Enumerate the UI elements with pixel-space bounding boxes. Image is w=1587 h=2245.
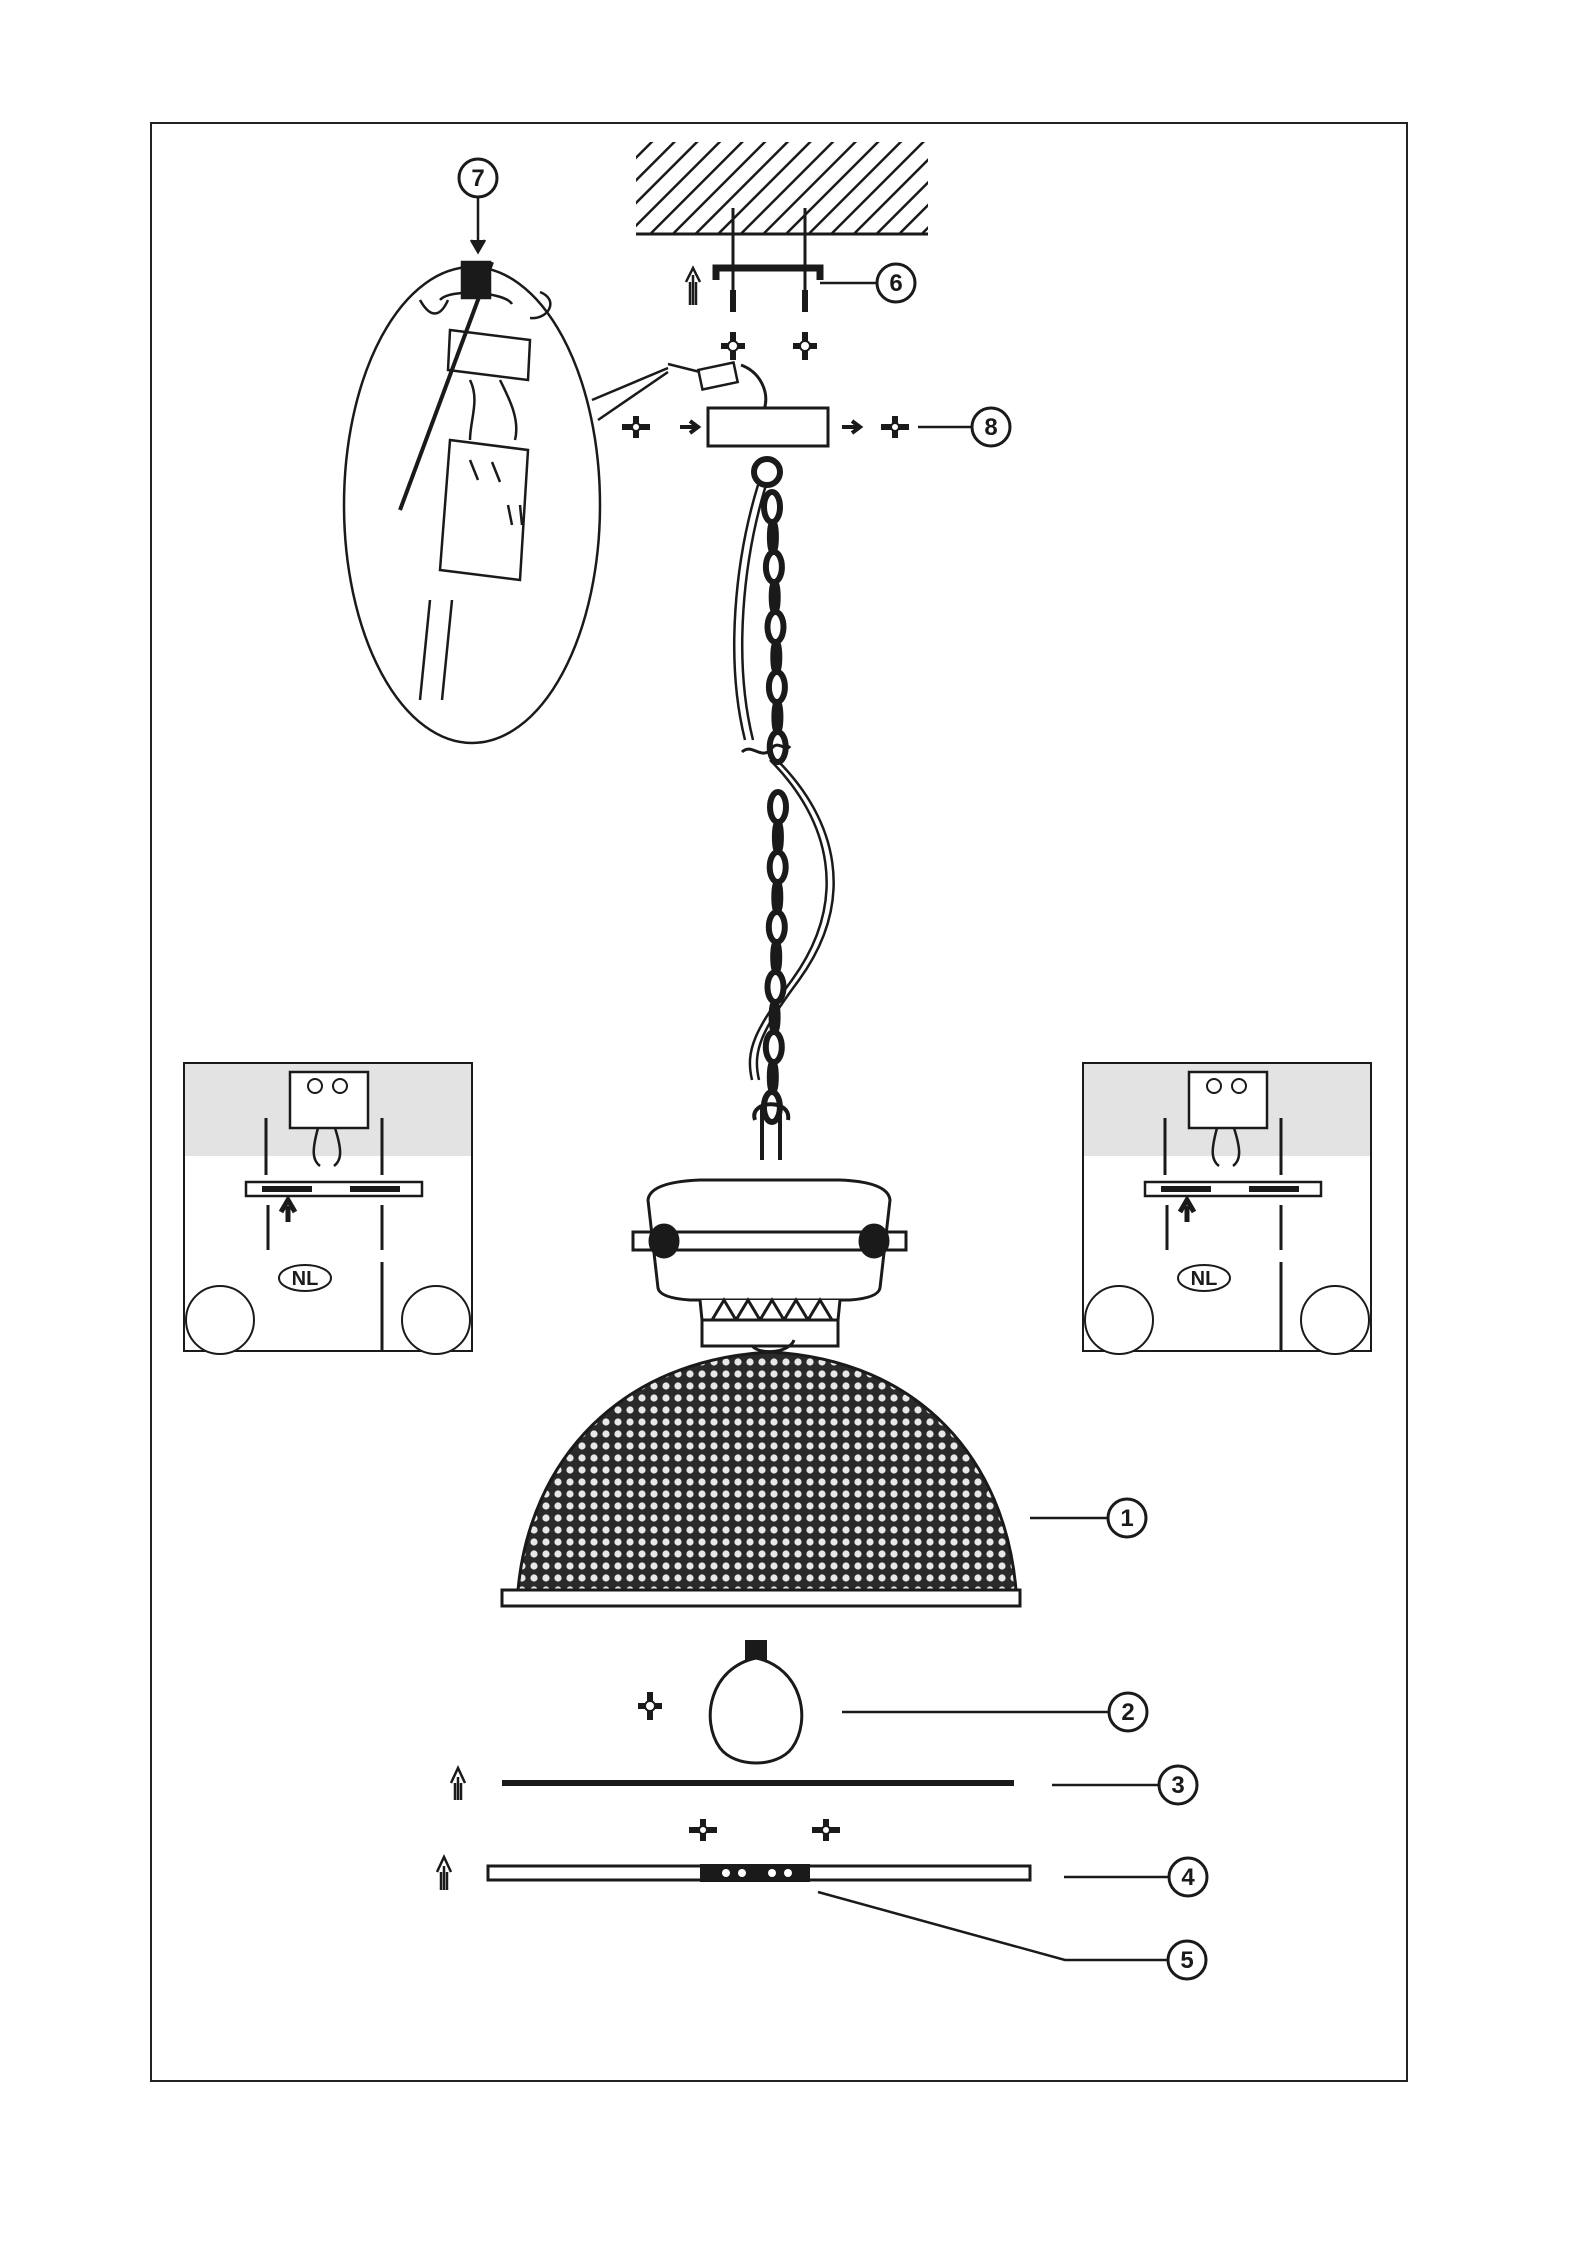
chain-link	[775, 822, 781, 852]
mesh-shade	[502, 1352, 1020, 1606]
chain-link	[768, 612, 784, 642]
chain-link	[774, 882, 780, 912]
callout-3: 3	[1159, 1766, 1197, 1804]
callout-6: 6	[877, 264, 915, 302]
callout-7: 7	[459, 159, 497, 197]
callout-5: 5	[1168, 1941, 1206, 1979]
chain-link	[774, 702, 780, 732]
chain-link	[769, 672, 785, 702]
svg-text:5: 5	[1180, 1947, 1193, 1974]
ring-screw-left	[689, 1819, 717, 1841]
bracket-screw-right	[793, 332, 817, 360]
up-arrow-icon	[451, 1768, 465, 1800]
chain-link	[773, 942, 779, 972]
canopy-screw-left	[622, 416, 650, 438]
lamp-hook	[754, 1104, 788, 1160]
chain-link	[766, 552, 782, 582]
retaining-ring	[488, 1864, 1030, 1882]
svg-text:2: 2	[1121, 1699, 1134, 1726]
callout-1: 1	[1108, 1499, 1146, 1537]
light-bulb	[710, 1640, 802, 1763]
callout-2: 2	[1109, 1693, 1147, 1731]
chain-link	[768, 972, 784, 1002]
ceiling-canopy	[708, 408, 828, 446]
chain-link	[769, 912, 785, 942]
inset-panel-left	[184, 1063, 472, 1354]
svg-text:1: 1	[1120, 1505, 1133, 1532]
lamp-housing	[633, 1180, 906, 1352]
chain-link	[764, 492, 780, 522]
chain-link	[770, 792, 786, 822]
svg-text:4: 4	[1181, 1864, 1195, 1891]
ring-screw-right	[812, 1819, 840, 1841]
up-arrow-icon	[437, 1857, 451, 1890]
chain-link	[772, 582, 778, 612]
wiring-detail-magnifier	[344, 262, 668, 743]
canopy-screw-right	[881, 416, 909, 438]
ceiling	[636, 142, 928, 234]
supply-wire	[741, 365, 766, 410]
callout-leaders	[471, 196, 1170, 1960]
chain-link	[766, 1032, 782, 1062]
chain-link	[770, 522, 776, 552]
inset-right-badge: NL	[1191, 1268, 1218, 1290]
bulb-screw	[638, 1692, 662, 1720]
inset-panel-right	[1083, 1063, 1371, 1354]
chain-link	[770, 1062, 776, 1092]
svg-text:6: 6	[889, 270, 902, 297]
callout-8: 8	[972, 408, 1010, 446]
svg-text:7: 7	[471, 165, 484, 192]
chain-link	[773, 642, 779, 672]
wire-connector	[668, 362, 738, 389]
svg-text:3: 3	[1171, 1772, 1184, 1799]
inset-left-badge: NL	[292, 1268, 319, 1290]
bracket-screw-left	[721, 332, 745, 360]
eye-ring	[754, 459, 780, 485]
callout-4: 4	[1169, 1858, 1207, 1896]
chain-link	[770, 852, 786, 882]
svg-text:8: 8	[984, 414, 997, 441]
up-arrow-icon	[686, 268, 700, 305]
